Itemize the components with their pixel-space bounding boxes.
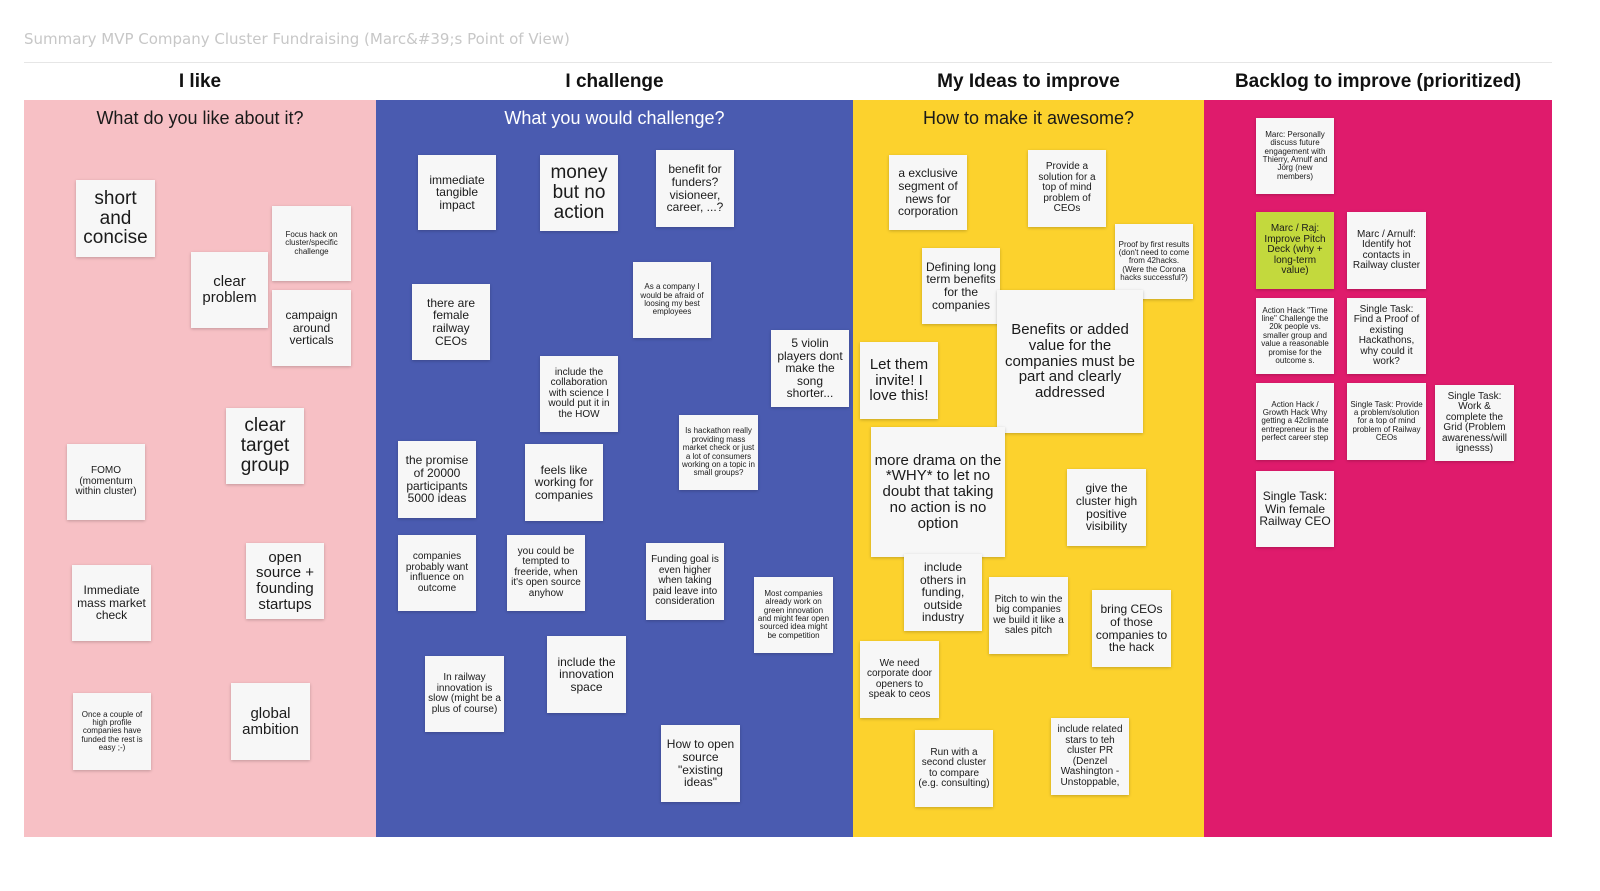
sticky-note[interactable]: Most companies already work on green inn… — [754, 577, 833, 653]
sticky-note[interactable]: include related stars to teh cluster PR … — [1051, 718, 1129, 795]
sticky-note[interactable]: Funding goal is even higher when taking … — [646, 543, 724, 620]
sticky-note[interactable]: immediate tangible impact — [418, 155, 496, 230]
sticky-note[interactable]: Action Hack / Growth Hack Why getting a … — [1256, 383, 1334, 460]
sticky-note[interactable]: a exclusive segment of news for corporat… — [889, 155, 967, 230]
sticky-note[interactable]: Marc / Arnulf: Identify hot contacts in … — [1347, 212, 1426, 289]
column-my-ideas: My Ideas to improve How to make it aweso… — [853, 62, 1204, 837]
sticky-note[interactable]: open source + founding startups — [246, 543, 324, 619]
sticky-note[interactable]: How to open source "existing ideas" — [661, 725, 740, 802]
column-header-my-ideas: My Ideas to improve — [853, 62, 1204, 102]
sticky-note[interactable]: Let them invite! I love this! — [860, 342, 938, 419]
sticky-note[interactable]: there are female railway CEOs — [412, 284, 490, 360]
sticky-note[interactable]: Single Task: Provide a problem/solution … — [1347, 383, 1426, 460]
column-question-i-challenge: What you would challenge? — [504, 108, 725, 128]
sticky-note[interactable]: short and concise — [76, 180, 155, 257]
sticky-note[interactable]: In railway innovation is slow (might be … — [425, 656, 504, 732]
sticky-note[interactable]: Provide a solution for a top of mind pro… — [1028, 150, 1106, 227]
sticky-note[interactable]: Focus hack on cluster/specific challenge — [272, 206, 351, 281]
sticky-note[interactable]: include the innovation space — [547, 636, 626, 713]
sticky-note[interactable]: you could be tempted to freeride, when i… — [507, 535, 585, 611]
sticky-note[interactable]: Immediate mass market check — [72, 565, 151, 641]
sticky-note[interactable]: As a company I would be afraid of loosin… — [633, 262, 711, 338]
sticky-note[interactable]: bring CEOs of those companies to the hac… — [1092, 590, 1171, 667]
sticky-note[interactable]: money but no action — [540, 155, 618, 231]
column-body-my-ideas: How to make it awesome? a exclusive segm… — [853, 100, 1204, 837]
sticky-note[interactable]: clear target group — [226, 408, 304, 484]
column-header-backlog: Backlog to improve (prioritized) — [1204, 62, 1552, 102]
sticky-note[interactable]: the promise of 20000 participants 5000 i… — [398, 441, 476, 518]
sticky-note[interactable]: Run with a second cluster to compare (e.… — [915, 730, 993, 807]
sticky-note[interactable]: Defining long term benefits for the comp… — [922, 248, 1000, 324]
sticky-note[interactable]: Single Task: Work & complete the Grid (P… — [1435, 385, 1514, 461]
sticky-note[interactable]: clear problem — [191, 252, 268, 328]
sticky-note[interactable]: Is hackathon really providing mass marke… — [679, 415, 758, 490]
column-backlog: Backlog to improve (prioritized) Marc: P… — [1204, 62, 1552, 837]
sticky-note[interactable]: Marc: Personally discuss future engageme… — [1256, 118, 1334, 194]
sticky-note[interactable]: feels like working for companies — [525, 444, 603, 521]
sticky-note[interactable]: Once a couple of high profile companies … — [73, 693, 151, 770]
board-title: Summary MVP Company Cluster Fundraising … — [24, 30, 570, 48]
sticky-note[interactable]: give the cluster high positive visibilit… — [1067, 469, 1146, 546]
sticky-note-highlighted[interactable]: Marc / Raj: Improve Pitch Deck (why + lo… — [1256, 212, 1334, 289]
sticky-note[interactable]: benefit for funders? visioneer, career, … — [656, 150, 734, 227]
sticky-note[interactable]: Action Hack "Time line" Challenge the 20… — [1256, 298, 1334, 374]
sticky-note[interactable]: Proof by first results (don't need to co… — [1115, 224, 1193, 299]
column-header-i-challenge: I challenge — [376, 62, 853, 102]
column-body-i-challenge: What you would challenge? immediate tang… — [376, 100, 853, 837]
column-question-i-like: What do you like about it? — [96, 108, 304, 128]
sticky-note[interactable]: more drama on the *WHY* to let no doubt … — [871, 427, 1005, 557]
sticky-note[interactable]: We need corporate door openers to speak … — [860, 641, 939, 718]
column-question-my-ideas: How to make it awesome? — [922, 108, 1135, 128]
sticky-note[interactable]: campaign around verticals — [272, 290, 351, 366]
sticky-note[interactable]: companies probably want influence on out… — [398, 535, 476, 611]
column-body-backlog: Marc: Personally discuss future engageme… — [1204, 100, 1552, 837]
sticky-note[interactable]: 5 violin players dont make the song shor… — [771, 330, 849, 407]
column-header-i-like: I like — [24, 62, 376, 102]
sticky-note[interactable]: include the collaboration with science I… — [540, 356, 618, 432]
column-body-i-like: What do you like about it? short and con… — [24, 100, 376, 837]
sticky-note[interactable]: Benefits or added value for the companie… — [997, 290, 1143, 433]
sticky-note[interactable]: include others in funding, outside indus… — [904, 554, 982, 631]
sticky-note[interactable]: FOMO (momentum within cluster) — [67, 444, 145, 520]
sticky-note[interactable]: Single Task: Win female Railway CEO — [1256, 471, 1334, 547]
sticky-note[interactable]: Single Task: Find a Proof of existing Ha… — [1347, 298, 1426, 374]
column-i-challenge: I challenge What you would challenge? im… — [376, 62, 853, 837]
column-i-like: I like What do you like about it? short … — [24, 62, 376, 837]
sticky-note[interactable]: Pitch to win the big companies we build … — [989, 577, 1068, 654]
sticky-note[interactable]: global ambition — [231, 683, 310, 760]
